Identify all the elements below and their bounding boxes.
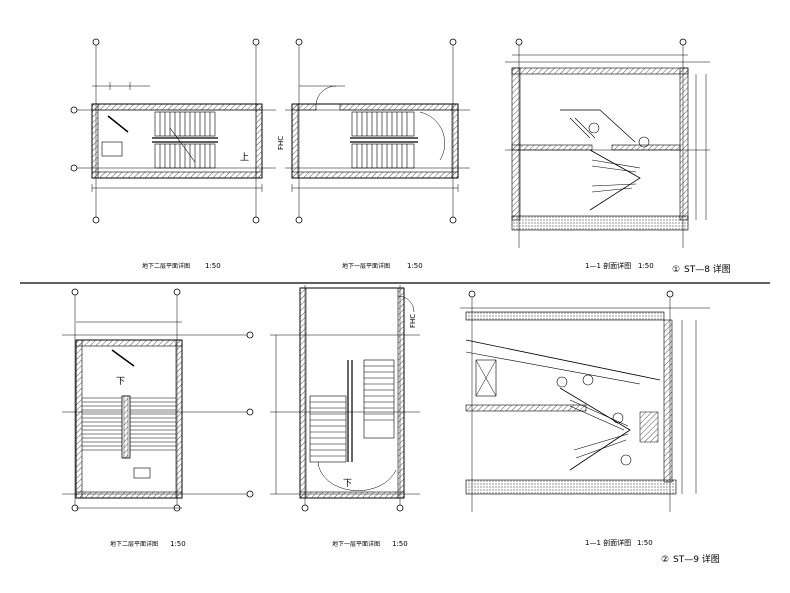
caption-st9-b1: 地下一层平面详图 (332, 540, 380, 548)
st8-b2-plan: 上 (70, 38, 276, 224)
st8-section (505, 38, 710, 248)
scale-st9-section: 1:50 (637, 539, 653, 547)
caption-st8-b1: 地下一层平面详图 (342, 262, 390, 270)
caption-st9-b2: 地下二层平面详图 (110, 540, 158, 548)
up-marker: 上 (240, 152, 249, 163)
st9-b2-plan: 下 (62, 288, 254, 512)
fhc-label-st9: FHC (409, 314, 417, 328)
caption-st8-b2: 地下二层平面详图 (142, 262, 190, 270)
down-marker-st9-b2: 下 (116, 377, 125, 387)
scale-st8-b1: 1:50 (407, 262, 423, 270)
caption-st9-section: 1—1 剖面详图 (585, 538, 631, 547)
st8-b1-plan: FHC (277, 38, 470, 224)
title-mark-number-st8: ① (672, 265, 680, 275)
scale-st8-section: 1:50 (638, 262, 654, 270)
st9-b1-plan: FHC 下 (270, 285, 420, 512)
fhc-label-st8: FHC (277, 136, 285, 150)
caption-st8-section: 1—1 剖面详图 (585, 261, 631, 270)
scale-st9-b2: 1:50 (170, 540, 186, 548)
down-marker-st9-b1: 下 (343, 479, 352, 489)
title-mark-st9: ST—9 详图 (673, 553, 720, 565)
title-mark-number-st9: ② (661, 555, 669, 565)
title-mark-st8: ST—8 详图 (684, 263, 731, 275)
scale-st9-b1: 1:50 (392, 540, 408, 548)
st9-section (460, 290, 710, 512)
scale-st8-b2: 1:50 (205, 262, 221, 270)
